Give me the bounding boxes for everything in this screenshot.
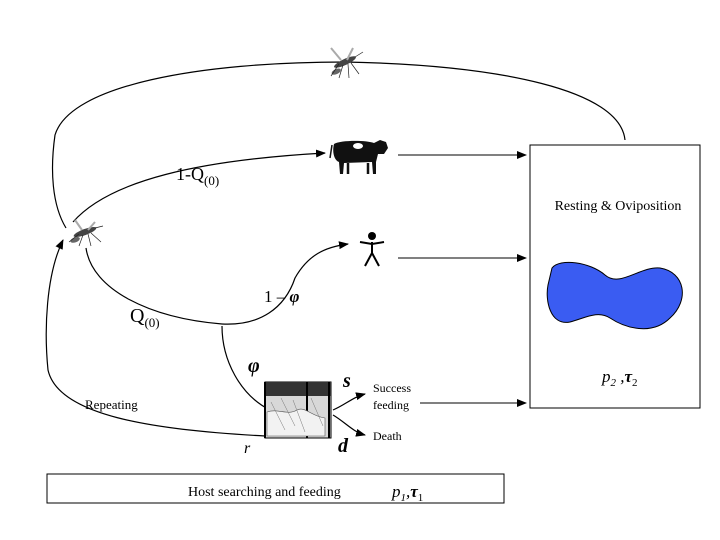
success-arrow xyxy=(332,392,366,411)
death-arrow xyxy=(332,414,366,437)
in-house-label: Q(0) xyxy=(130,305,160,330)
host-params: p1,τ1 xyxy=(391,482,423,504)
path-to-bednet xyxy=(221,325,271,411)
under-net-label: φ xyxy=(248,355,260,377)
bed-net-icon xyxy=(264,381,332,439)
human-icon xyxy=(359,232,385,267)
cow-icon xyxy=(329,140,388,174)
repeat-symbol: r xyxy=(244,440,251,457)
resting-title: Resting & Oviposition xyxy=(555,199,682,214)
path-to-human xyxy=(221,241,349,325)
success-text-2: feeding xyxy=(373,398,409,412)
host-searching-box xyxy=(46,473,505,504)
repeating-text: Repeating xyxy=(85,397,138,412)
path-to-house xyxy=(85,247,223,325)
death-text: Death xyxy=(373,429,402,443)
return-cycle-arc xyxy=(51,61,626,229)
not-in-house-label: 1-Q(0) xyxy=(176,164,219,188)
repeating-arc xyxy=(45,239,266,437)
mosquito-icon xyxy=(68,219,104,247)
host-search-title: Host searching and feeding xyxy=(188,485,341,500)
death-symbol: d xyxy=(338,435,349,457)
success-text-1: Success xyxy=(373,381,411,395)
not-under-net-label: 1 – φ xyxy=(264,287,300,306)
resting-params: p2 ,τ2 xyxy=(601,367,638,389)
mosquito-icon xyxy=(330,47,364,79)
success-symbol: s xyxy=(342,370,351,392)
path-to-cow xyxy=(72,149,326,223)
water-blob-icon xyxy=(546,261,683,330)
